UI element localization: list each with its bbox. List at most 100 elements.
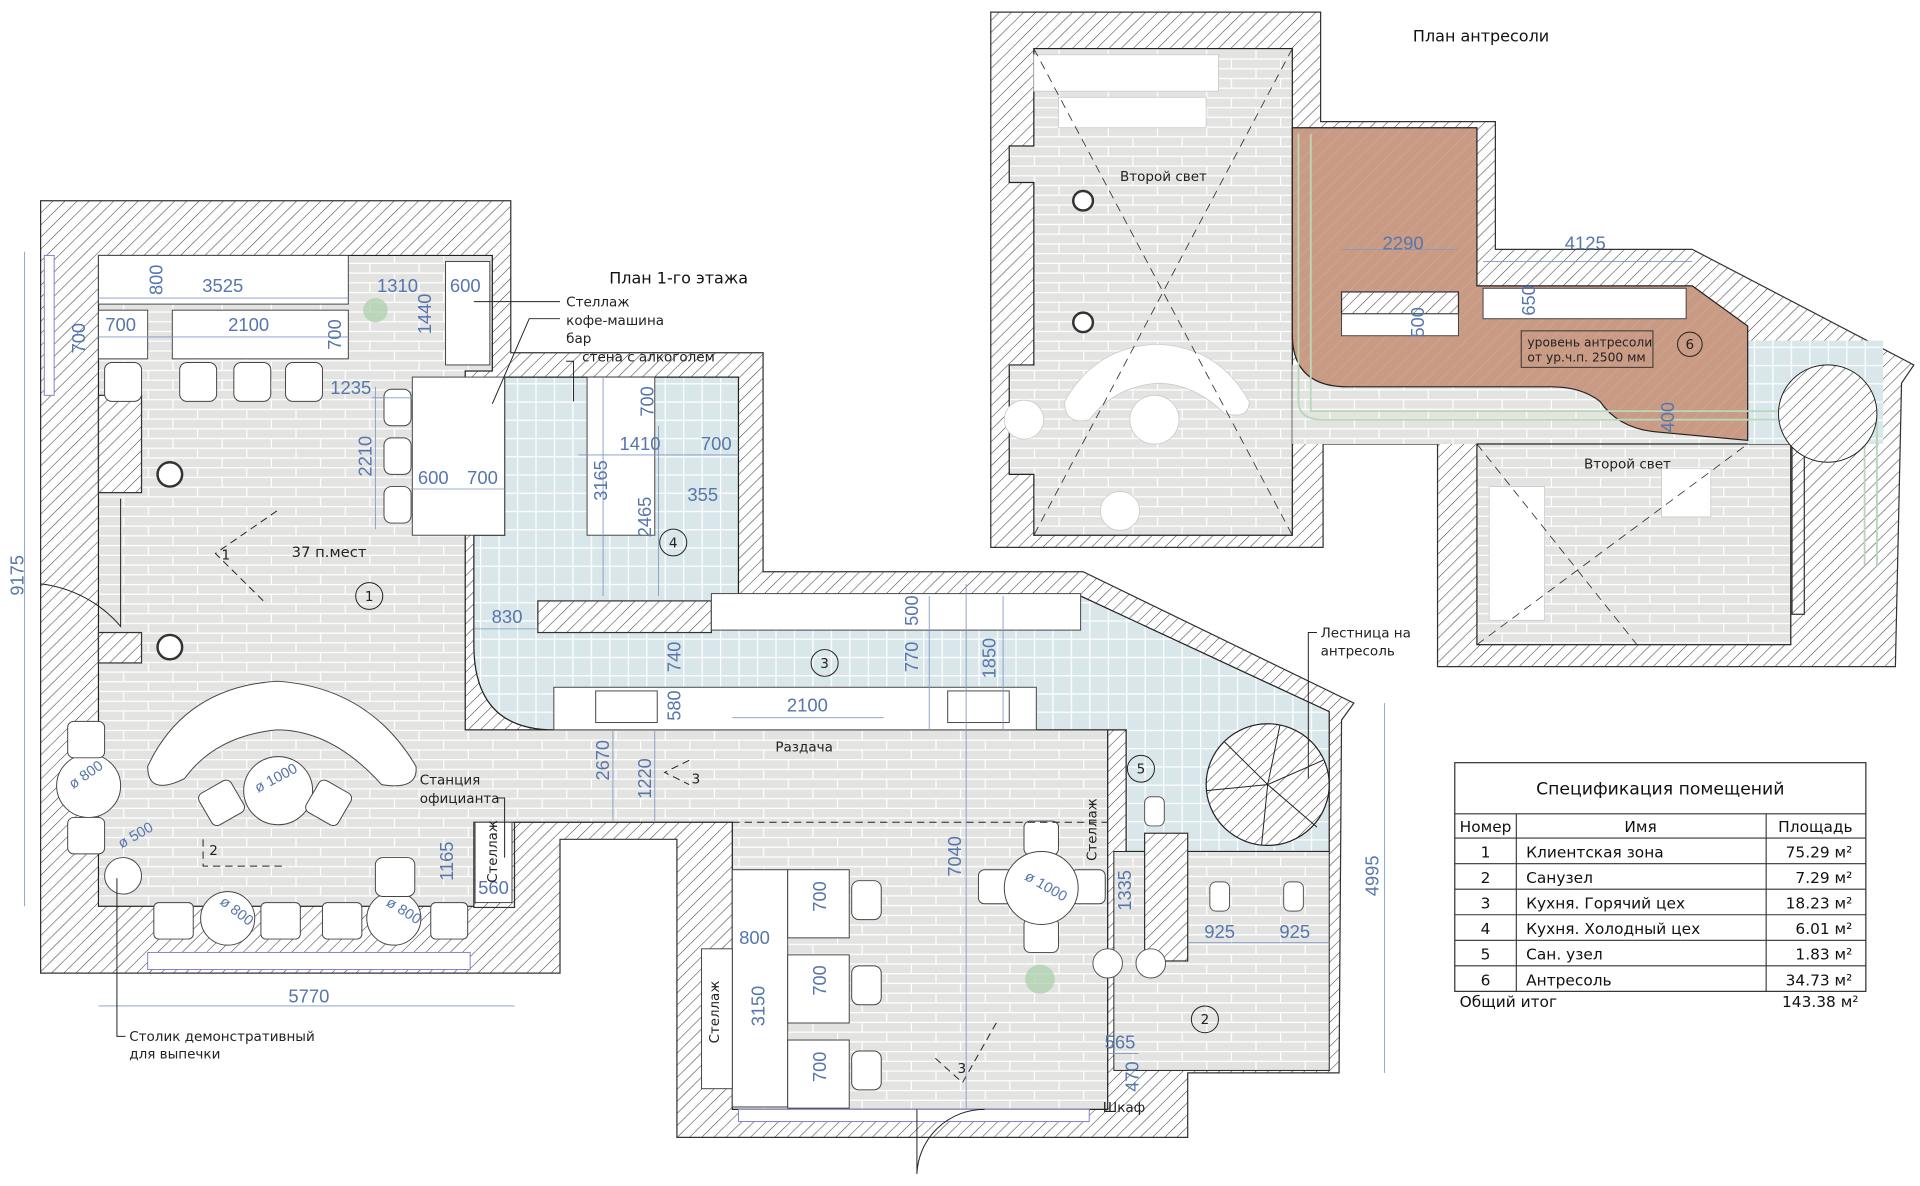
sink	[947, 690, 1010, 724]
bar-counter	[411, 376, 506, 536]
mezzanine-title: План антресоли	[1413, 26, 1549, 45]
toilets	[1092, 796, 1304, 979]
entrance-door	[916, 1108, 985, 1174]
section-line	[663, 759, 690, 786]
window	[737, 1108, 1090, 1123]
coffee-shelf	[445, 261, 491, 366]
mezzanine-railing	[1297, 133, 1878, 566]
round-table	[243, 756, 314, 826]
room-number-1: 1	[355, 582, 384, 610]
curved-sofa	[147, 680, 417, 787]
shelf-label: Стеллаж	[486, 820, 501, 883]
column	[156, 461, 184, 488]
total-label: Общий итог	[1460, 993, 1557, 1011]
waiter-station-label: официанта	[420, 792, 500, 807]
svg-text:1: 1	[365, 590, 374, 605]
table-cell-area: 18.23 м²	[1786, 895, 1853, 913]
section-marker: 3	[692, 772, 701, 787]
column	[1072, 189, 1095, 212]
leader-line	[496, 797, 506, 858]
dimension-label: 700	[68, 323, 89, 353]
mezzanine-level-note: уровень антресоли	[1527, 336, 1652, 350]
leader-line	[473, 301, 575, 405]
table	[97, 309, 149, 360]
mezzanine-floor	[1291, 127, 1749, 442]
inner-wall	[97, 631, 143, 664]
second-light-label: Второй свет	[1120, 170, 1207, 185]
column	[1072, 311, 1095, 334]
table-cell-name: Сан. узел	[1526, 946, 1603, 964]
dimension-label: 830	[492, 606, 523, 627]
dimension-label: 2465	[634, 497, 655, 538]
plant	[363, 298, 388, 323]
entrance-door	[40, 498, 122, 628]
serving-label: Раздача	[775, 741, 833, 756]
dimension-label: 1165	[436, 842, 457, 881]
shelf-label: Стеллаж	[708, 981, 723, 1044]
dimension-label: 800	[739, 927, 770, 948]
table-cell-num: 6	[1481, 971, 1491, 989]
section-marker: 1	[222, 549, 231, 564]
table-cell-area: 1.83 м²	[1795, 946, 1852, 964]
faded-furniture	[1003, 54, 1712, 621]
dimension-label: 2290	[1383, 232, 1424, 253]
dimension-label: 770	[901, 642, 922, 672]
dimension-label: 2100	[787, 695, 828, 716]
dimension-label: 700	[809, 881, 830, 911]
section-line	[202, 839, 284, 867]
ground-floor-plan	[40, 200, 1355, 1174]
cold-kitchen-counter	[586, 376, 656, 536]
inner-wall	[1144, 832, 1189, 962]
waiter-station-shelf	[474, 821, 513, 904]
bench	[1341, 313, 1459, 337]
table-cell-name: Клиентская зона	[1526, 844, 1664, 862]
dimension-label: 600	[418, 467, 449, 488]
section-line	[214, 510, 278, 603]
svg-text:3: 3	[820, 657, 829, 672]
bench	[1482, 287, 1687, 320]
chairs	[67, 720, 469, 940]
leader-line	[116, 878, 126, 1037]
table-cell-num: 4	[1481, 920, 1491, 938]
dimension-label: 2210	[355, 436, 376, 477]
dimension-label: 700	[809, 965, 830, 995]
round-table	[1003, 851, 1079, 925]
dimension-label: 3150	[747, 986, 768, 1027]
table-cell-area: 75.29 м²	[1786, 844, 1853, 862]
leader-line	[1307, 632, 1317, 779]
section-marker: 2	[209, 844, 218, 859]
display-table-label: для выпечки	[129, 1047, 220, 1062]
table-cell-name: Кухня. Холодный цех	[1526, 920, 1700, 938]
dimension-label: 925	[1279, 921, 1310, 942]
dimension-lines	[24, 248, 1693, 1110]
dimension-label: 650	[1518, 285, 1539, 315]
dimension-label: 600	[450, 275, 481, 296]
bench	[97, 254, 349, 305]
lower-tables	[787, 820, 1106, 1109]
coffee-machine-label: кофе-машина	[566, 314, 664, 329]
column	[156, 633, 184, 661]
dimension-label: 700	[467, 467, 498, 488]
plant	[1025, 964, 1055, 994]
sink	[595, 690, 658, 724]
table	[171, 309, 349, 360]
inner-wall	[1791, 443, 1805, 615]
dimension-label: 1335	[1114, 870, 1135, 911]
window	[147, 951, 471, 970]
spiral-staircase	[1777, 364, 1878, 463]
bar-chairs	[104, 362, 412, 524]
room-specification-table: Спецификация помещений Номер Имя Площадь…	[1454, 762, 1867, 1011]
dimension-label: 500	[1407, 307, 1428, 337]
table-header: Площадь	[1778, 818, 1852, 836]
bar-label: бар	[566, 331, 591, 347]
dimension-label: 700	[809, 1052, 830, 1082]
lower-shelf	[701, 948, 733, 1090]
window	[43, 254, 55, 396]
